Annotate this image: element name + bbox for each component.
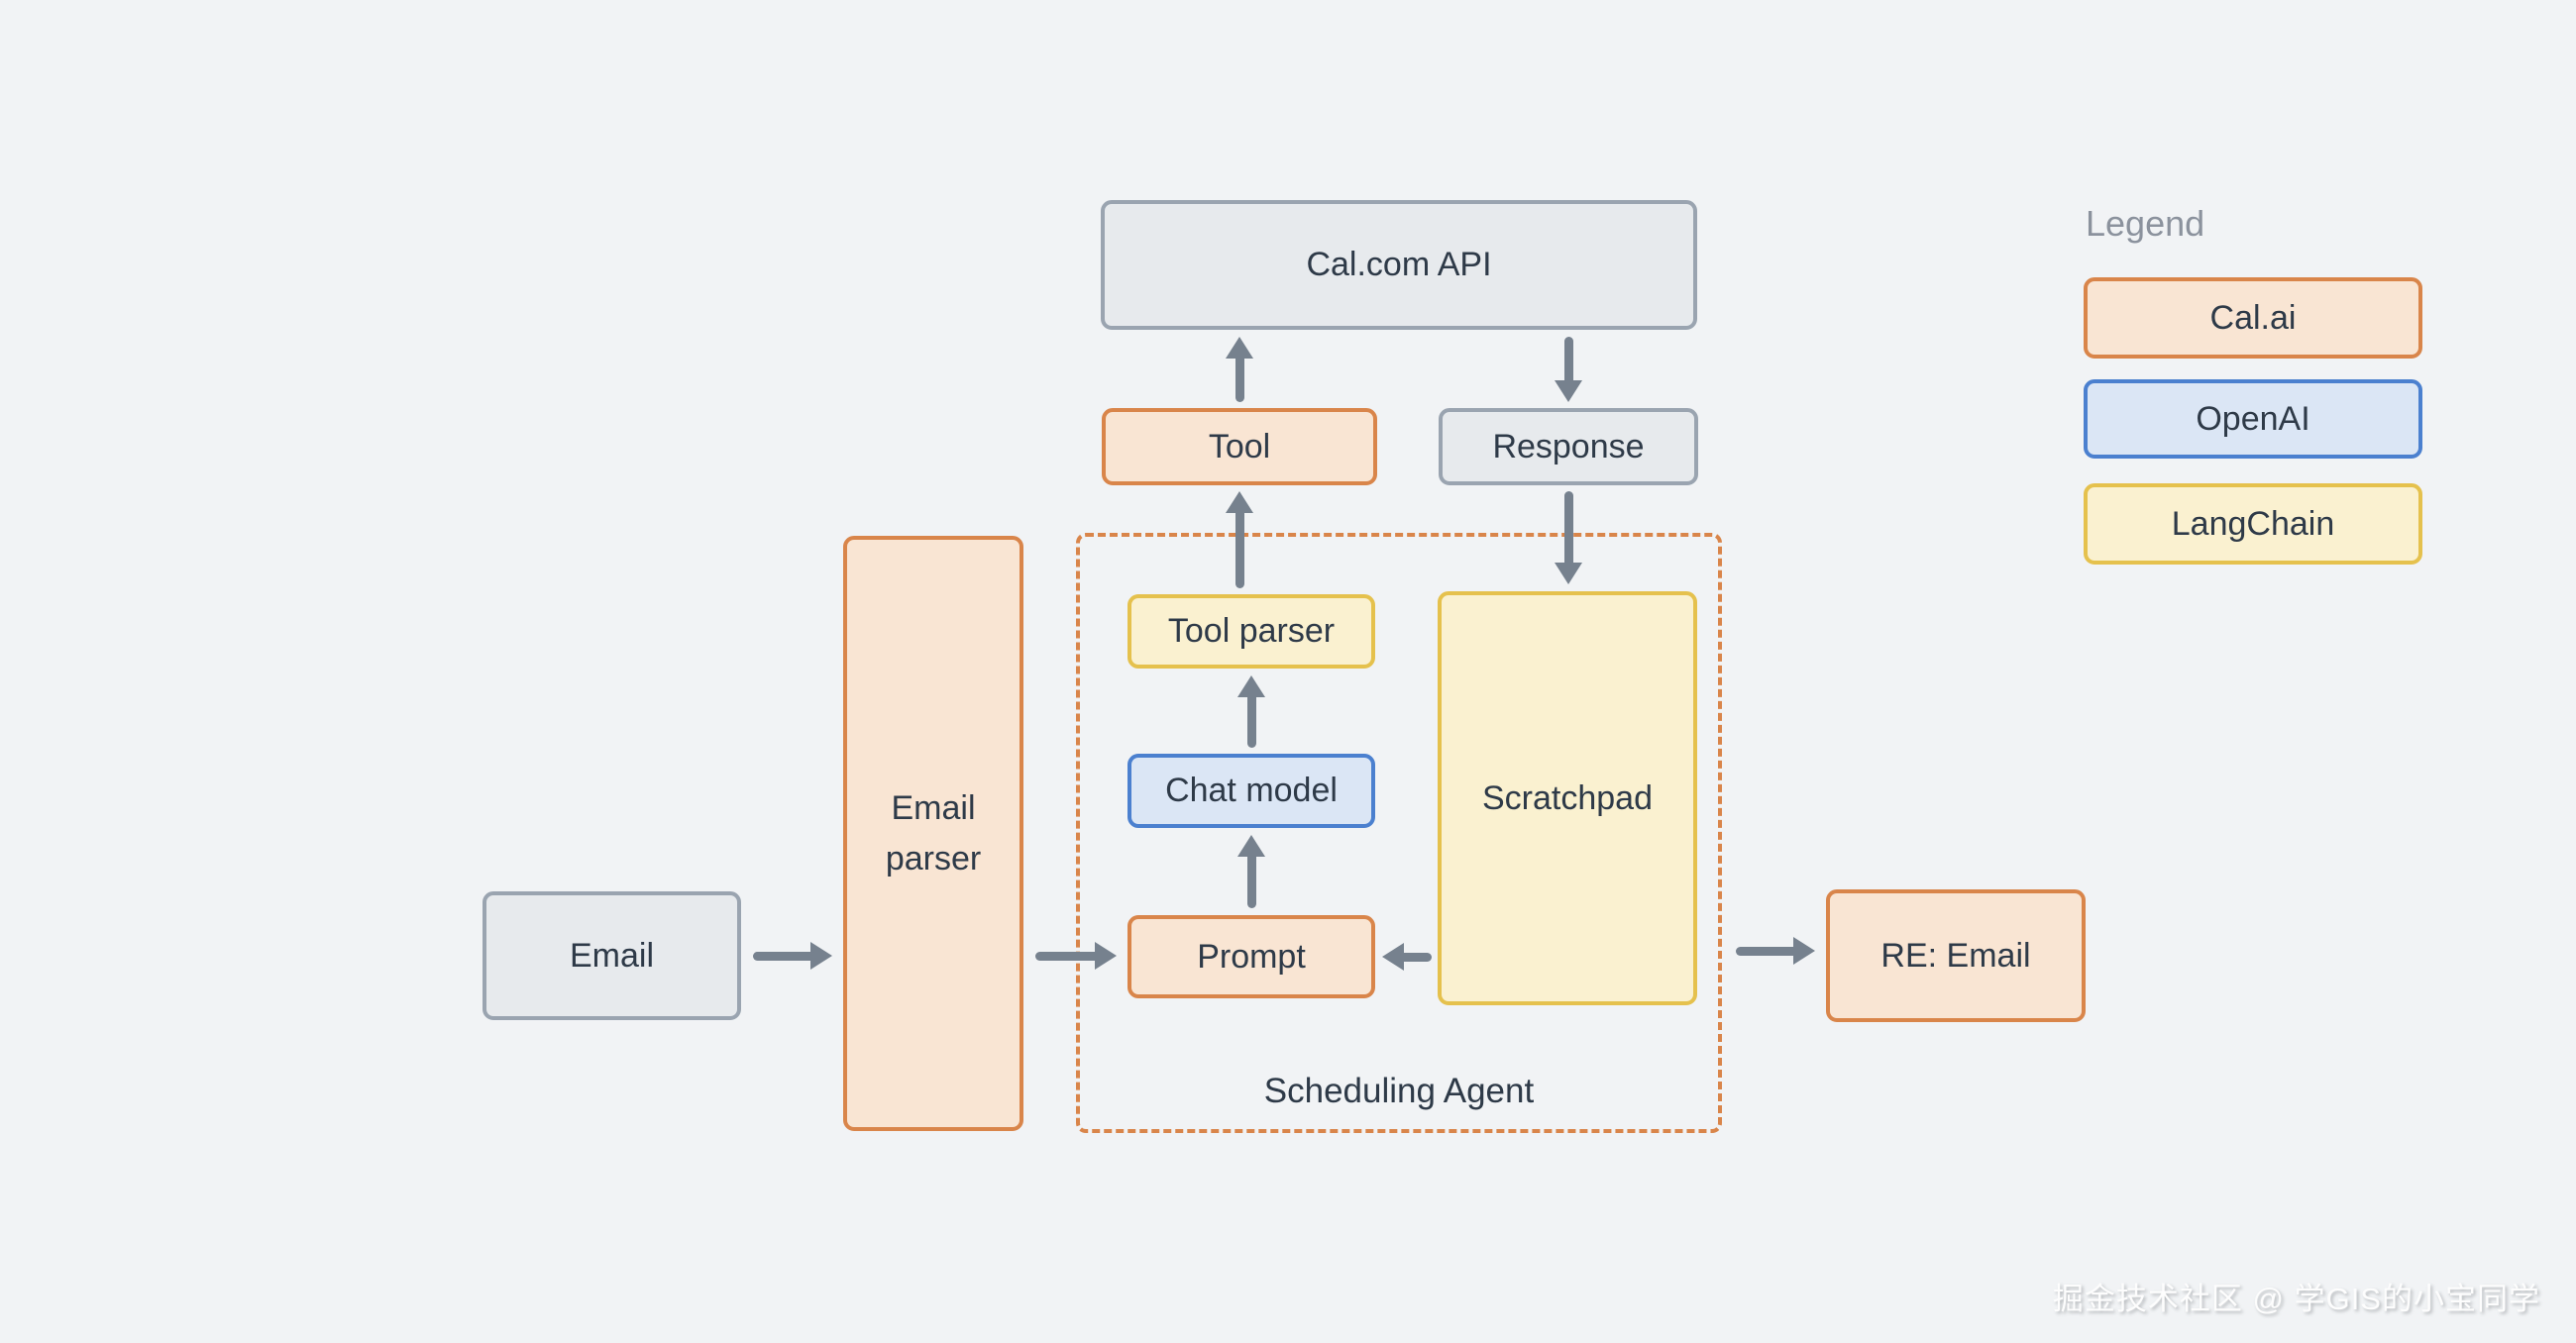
- arrow-shaft: [1235, 507, 1244, 588]
- legend-title: Legend: [2086, 203, 2205, 244]
- node-tool-parser: Tool parser: [1127, 594, 1375, 669]
- arrow-shaft: [1247, 851, 1256, 908]
- arrow-shaft: [1564, 337, 1573, 386]
- arrow-tool-to-calcom-api: [1226, 337, 1254, 402]
- arrow-tool-parser-to-tool: [1226, 491, 1254, 588]
- arrowhead-right-icon: [1793, 937, 1815, 965]
- arrow-shaft: [1247, 691, 1256, 748]
- arrow-shaft: [1736, 947, 1799, 956]
- node-response: Response: [1439, 408, 1698, 485]
- arrowhead-right-icon: [810, 942, 832, 970]
- arrow-shaft: [753, 952, 816, 961]
- arrow-chat-model-to-tool-parser: [1237, 675, 1266, 748]
- arrowhead-up-icon: [1226, 337, 1253, 359]
- arrowhead-down-icon: [1555, 380, 1582, 402]
- arrow-scratchpad-to-prompt: [1382, 943, 1432, 972]
- legend-item-langchain: LangChain: [2084, 483, 2422, 565]
- node-chat-model: Chat model: [1127, 754, 1375, 828]
- arrow-email-to-email-parser: [753, 942, 832, 971]
- node-tool: Tool: [1102, 408, 1377, 485]
- arrow-shaft: [1398, 953, 1432, 962]
- scheduling-agent-label: Scheduling Agent: [1263, 1072, 1535, 1110]
- node-re-email: RE: Email: [1826, 889, 2086, 1022]
- arrowhead-up-icon: [1237, 835, 1265, 857]
- node-email-parser: Email parser: [843, 536, 1023, 1131]
- arrow-shaft: [1035, 952, 1101, 961]
- scheduling-agent-group-border: [1076, 533, 1722, 1133]
- arrowhead-up-icon: [1237, 675, 1265, 697]
- legend-item-openai: OpenAI: [2084, 379, 2422, 459]
- arrow-email-parser-to-prompt: [1035, 942, 1117, 971]
- node-calcom-api: Cal.com API: [1101, 200, 1697, 330]
- arrow-shaft: [1235, 353, 1244, 402]
- arrowhead-down-icon: [1555, 563, 1582, 584]
- arrow-prompt-to-chat-model: [1237, 835, 1266, 908]
- arrow-shaft: [1564, 491, 1573, 568]
- arrow-scheduling-agent-to-re-email: [1736, 937, 1815, 966]
- legend-item-cal-ai: Cal.ai: [2084, 277, 2422, 359]
- watermark-text: 掘金技术社区 @ 学GIS的小宝同学: [2052, 1282, 2540, 1316]
- arrow-calcom-api-to-response: [1555, 337, 1583, 402]
- arrowhead-right-icon: [1095, 942, 1117, 970]
- node-prompt: Prompt: [1127, 915, 1375, 998]
- arrowhead-left-icon: [1382, 943, 1404, 971]
- node-email: Email: [483, 891, 741, 1020]
- arrow-response-to-scratchpad: [1555, 491, 1583, 584]
- node-scratchpad: Scratchpad: [1438, 591, 1697, 1005]
- arrowhead-up-icon: [1226, 491, 1253, 513]
